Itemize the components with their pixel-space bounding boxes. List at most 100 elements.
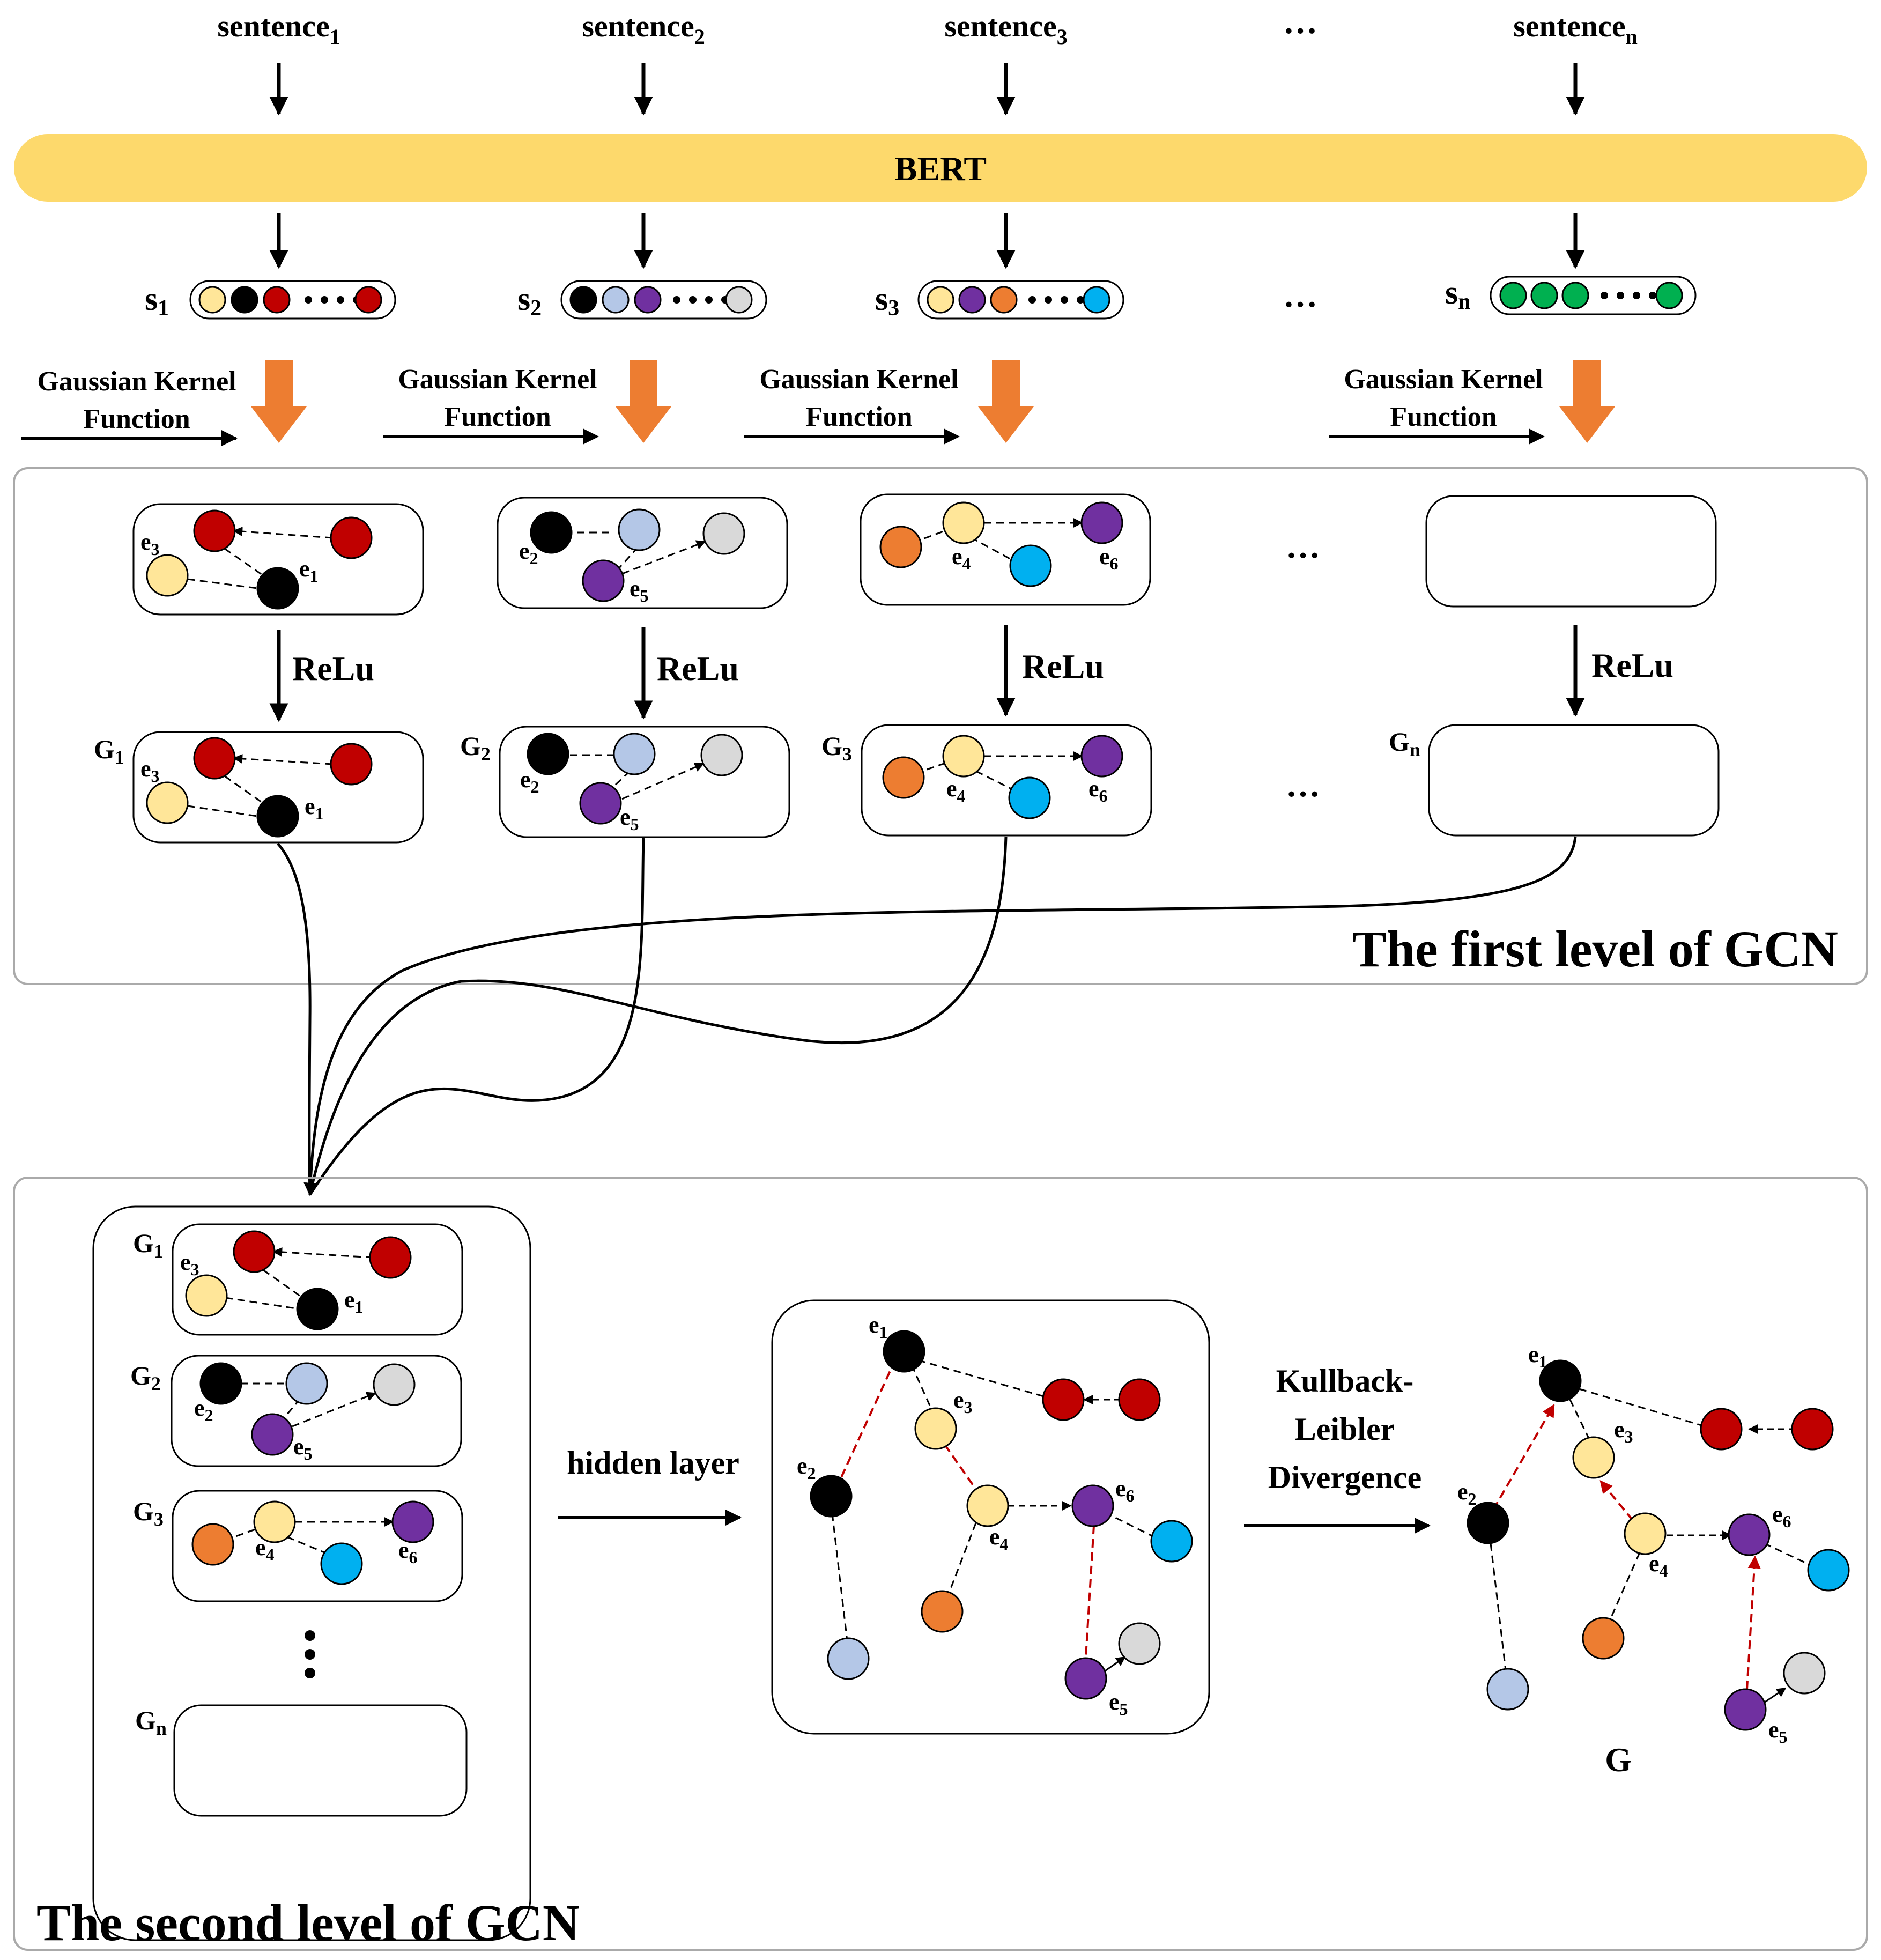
svg-text:e1: e1 [305,793,324,823]
first-level-ellipsis-bottom: … [1286,766,1320,804]
aggregation-curves [277,836,1577,1196]
vector-ellipsis: … [1283,276,1317,314]
svg-text:G1: G1 [94,734,124,768]
svg-text:G1: G1 [133,1228,164,1262]
svg-text:Gn: Gn [1389,727,1420,760]
svg-text:e4: e4 [946,775,966,805]
svg-text:e5: e5 [1768,1717,1788,1747]
svg-text:e3: e3 [140,529,160,559]
svg-text:G2: G2 [130,1360,161,1394]
vector-s2-label: s2 [517,281,542,321]
svg-text:e1: e1 [1528,1341,1547,1371]
svg-text:e2: e2 [194,1395,213,1425]
graph-Gn-first: Gn [1389,724,1720,837]
graph-G3-second: G3 e4 e6 [133,1490,463,1602]
svg-text:e1: e1 [299,556,319,586]
svg-text:G2: G2 [460,731,491,765]
vector-sn-label: sn [1445,275,1471,314]
kl-label-line2: Leibler [1295,1411,1395,1447]
svg-text:e3: e3 [953,1387,973,1417]
second-level-panel [13,1177,1868,1951]
svg-text:e2: e2 [1457,1478,1477,1508]
svg-text:e1: e1 [344,1286,364,1316]
sentence-vectors: s1 s2 s3 … sn [145,275,1697,321]
graph-n-top [1425,495,1717,608]
first-level-ellipsis-top: … [1286,527,1320,565]
svg-text:e2: e2 [797,1453,816,1483]
gaussian-label-nb: Function [1390,402,1497,432]
relu-label-n: ReLu [1591,646,1673,684]
gaussian-label-1b: Function [83,404,190,434]
kl-label-line3: Divergence [1268,1460,1422,1495]
relu-label-1: ReLu [292,649,374,687]
svg-text:e3: e3 [140,756,160,786]
graph-G1-first: G1 e3 e1 [94,731,424,844]
svg-text:e5: e5 [620,804,639,834]
graph-G2-first: G2 e2 e5 [460,726,790,838]
vector-s1-label: s1 [145,281,169,321]
svg-text:e2: e2 [520,766,539,796]
svg-text:e6: e6 [1099,543,1119,573]
gaussian-label-3b: Function [805,402,912,432]
svg-text:e2: e2 [519,538,538,568]
gaussian-arrow-3 [978,360,1034,443]
first-level-label: The first level of GCN [1352,920,1838,978]
svg-text:e4: e4 [255,1534,275,1564]
svg-text:e3: e3 [180,1249,199,1279]
bert-to-vector-arrows [269,213,1585,269]
svg-text:e6: e6 [1115,1475,1135,1505]
svg-text:e3: e3 [1614,1416,1633,1446]
graph-G1-second: G1 e3 e1 [133,1223,463,1336]
second-level-label: The second level of GCN [36,1894,580,1951]
graph-2-top: e2 e5 [497,497,788,609]
sentence-n-label: sentencen [1513,9,1638,49]
graph-G3-first: G3 e4 e6 [821,724,1152,837]
svg-text:Gn: Gn [135,1705,167,1739]
relu-arrows [269,625,1585,722]
final-graph-label: G [1605,1741,1632,1779]
sentence-to-bert-arrows [269,63,1585,116]
svg-text:G3: G3 [821,731,852,765]
gaussian-arrow-2 [616,360,671,443]
hidden-graph: e1 e3 e2 e4 e6 e5 [771,1299,1210,1735]
sentence-3-label: sentence3 [944,9,1067,49]
sentence-1-label: sentence1 [217,9,340,49]
graph-1-top: e3 e1 [132,503,424,616]
gaussian-label-2b: Function [444,402,551,432]
svg-text:e4: e4 [989,1523,1009,1554]
svg-text:e5: e5 [1109,1689,1128,1719]
svg-text:e6: e6 [1088,775,1108,805]
kl-label-line1: Kullback- [1276,1363,1414,1399]
svg-text:e5: e5 [293,1433,313,1463]
gaussian-label-2: Gaussian Kernel [398,364,597,395]
vector-s3-label: s3 [875,281,899,321]
graph-3-top: e4 e6 [860,493,1151,606]
gaussian-label-1: Gaussian Kernel [37,366,236,397]
first-level-panel [13,467,1868,985]
svg-text:e6: e6 [1772,1501,1791,1531]
sentence-labels: sentence1 sentence2 sentence3 … sentence… [217,3,1638,49]
gaussian-label-3: Gaussian Kernel [759,364,958,395]
svg-text:e6: e6 [398,1537,418,1567]
svg-text:G3: G3 [133,1496,164,1530]
final-graph: e1 e3 e2 e4 e6 e5 G [1457,1341,1850,1779]
bert-bar [14,134,1867,202]
relu-label-2: ReLu [657,649,739,687]
gaussian-arrow-1 [251,360,307,443]
sentence-2-label: sentence2 [582,9,705,49]
gaussian-label-n: Gaussian Kernel [1344,364,1543,395]
graph-Gn-second: Gn [135,1704,468,1817]
svg-text:e5: e5 [630,575,649,605]
svg-text:e1: e1 [869,1312,888,1342]
svg-text:e4: e4 [952,543,971,573]
bert-label: BERT [894,150,987,188]
hidden-layer-label: hidden layer [567,1445,739,1481]
gaussian-kernel-blocks: Gaussian Kernel Function Gaussian Kernel… [21,360,1615,446]
sentence-ellipsis: … [1283,3,1317,41]
gaussian-arrow-n [1559,360,1615,443]
relu-label-3: ReLu [1022,647,1104,685]
graph-G2-second: G2 e2 e5 [130,1355,462,1467]
stack-vertical-ellipsis [305,1630,315,1678]
svg-text:e4: e4 [1649,1550,1668,1580]
